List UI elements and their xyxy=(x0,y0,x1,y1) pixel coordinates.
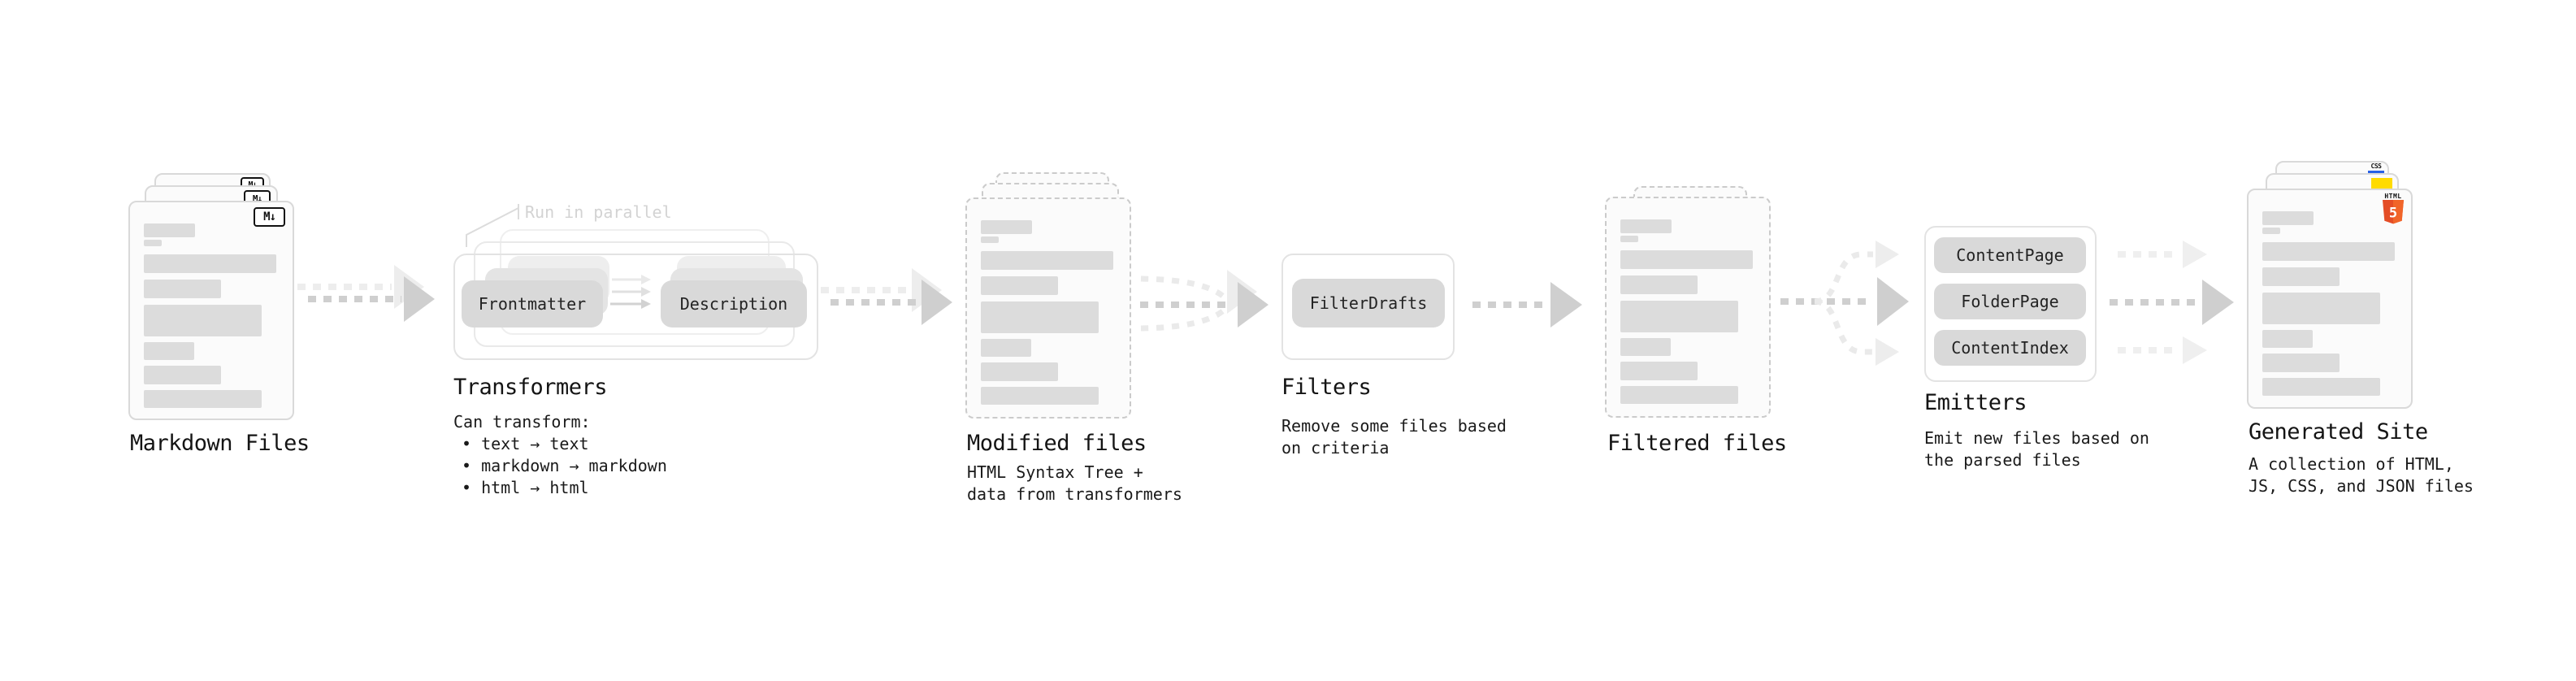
sub-line: • markdown → markdown xyxy=(462,456,667,475)
contentindex-pill: ContentIndex xyxy=(1934,330,2086,366)
folderpage-pill: FolderPage xyxy=(1934,284,2086,319)
filterdrafts-pill: FilterDrafts xyxy=(1292,279,1445,327)
css-icon-bar xyxy=(2368,171,2384,174)
content-bar xyxy=(144,342,194,360)
content-bar xyxy=(981,362,1058,381)
content-bar xyxy=(2262,267,2340,286)
filters-box xyxy=(1281,254,1455,360)
transformer-box xyxy=(453,254,818,360)
html5-shield: 5 xyxy=(2383,200,2404,224)
content-bar xyxy=(1620,338,1671,356)
content-bar xyxy=(1620,386,1738,404)
content-bar xyxy=(2262,211,2314,225)
doc-content-bars xyxy=(1605,197,1771,418)
javascript-icon xyxy=(2371,178,2392,190)
emitters-description: Emit new files based on the parsed files xyxy=(1924,427,2149,471)
filtered-files-label: Filtered files xyxy=(1607,431,1787,456)
doc-content-bars xyxy=(2247,189,2413,409)
content-bar xyxy=(981,276,1058,295)
content-bar xyxy=(1620,236,1638,242)
sub-line: A collection of HTML, xyxy=(2249,454,2454,474)
generated-site-label: Generated Site xyxy=(2249,419,2428,445)
filtered-files-stack xyxy=(1605,186,1776,422)
content-bar xyxy=(1620,275,1698,294)
content-bar xyxy=(144,254,276,273)
content-bar xyxy=(2262,293,2380,324)
markdown-files-label: Markdown Files xyxy=(130,431,310,456)
content-bar xyxy=(1620,362,1698,380)
content-bar xyxy=(981,236,999,243)
content-bar xyxy=(981,301,1099,333)
modified-files-description: HTML Syntax Tree + data from transformer… xyxy=(967,462,1182,505)
filters-description: Remove some files based on criteria xyxy=(1281,415,1507,459)
sub-line: JS, CSS, and JSON files xyxy=(2249,476,2474,496)
sub-line: Remove some files based xyxy=(1281,416,1507,436)
sub-line: the parsed files xyxy=(1924,450,2081,470)
arrow-markdown-to-transformers xyxy=(297,265,435,322)
content-bar xyxy=(2262,228,2280,234)
sub-line: on criteria xyxy=(1281,438,1390,458)
modified-files-stack xyxy=(965,172,1136,421)
content-bar xyxy=(144,390,262,408)
content-bar xyxy=(144,305,262,336)
arrow-modified-to-filters-merge xyxy=(1140,270,1268,332)
content-bar xyxy=(2262,354,2340,372)
arrow-filtered-to-emitters-fanout xyxy=(1780,241,1909,366)
frontmatter-pill: Frontmatter xyxy=(462,280,603,327)
css-icon: CSS xyxy=(2367,163,2385,174)
content-bar xyxy=(981,220,1032,234)
arrow-emitters-to-generated xyxy=(2110,241,2234,364)
modified-files-label: Modified files xyxy=(967,431,1147,456)
markdown-files-stack: M↓ M↓ M↓ xyxy=(128,172,299,421)
content-bar xyxy=(981,387,1099,405)
arrow-transformers-to-modified xyxy=(821,268,952,325)
content-bar xyxy=(1620,301,1738,332)
html5-icon: HTML 5 xyxy=(2381,193,2405,225)
emitters-group: ContentPage FolderPage ContentIndex xyxy=(1924,226,2097,382)
css-icon-text: CSS xyxy=(2370,163,2382,170)
content-bar xyxy=(2262,330,2313,348)
transformers-description: Can transform: • text → text • markdown … xyxy=(453,411,667,499)
description-pill: Description xyxy=(661,280,807,327)
content-bar xyxy=(1620,250,1753,269)
run-in-parallel-annotation: Run in parallel xyxy=(525,202,672,222)
content-bar xyxy=(144,280,221,298)
doc-content-bars xyxy=(128,201,294,420)
sub-line: • html → html xyxy=(462,478,589,497)
generated-site-description: A collection of HTML, JS, CSS, and JSON … xyxy=(2249,453,2474,497)
content-bar xyxy=(144,223,195,237)
sub-line: • text → text xyxy=(462,434,589,453)
content-bar xyxy=(2262,378,2380,396)
content-bar xyxy=(144,240,162,246)
generated-site-stack: CSS HTML 5 xyxy=(2247,161,2418,413)
content-bar xyxy=(981,339,1031,357)
emitters-label: Emitters xyxy=(1924,390,2027,415)
content-bar xyxy=(144,366,221,384)
transformers-group: Frontmatter Description xyxy=(453,229,821,361)
svg-text:5: 5 xyxy=(2389,206,2397,222)
content-bar xyxy=(2262,242,2395,261)
content-bar xyxy=(1620,219,1672,233)
sub-line: data from transformers xyxy=(967,484,1182,504)
filters-label: Filters xyxy=(1281,375,1372,400)
doc-content-bars xyxy=(965,197,1131,419)
html5-icon-word: HTML xyxy=(2384,193,2402,200)
emitters-box xyxy=(1924,226,2097,382)
sub-line: Emit new files based on xyxy=(1924,428,2149,448)
sub-line: Can transform: xyxy=(453,412,591,432)
arrow-filters-to-filtered xyxy=(1472,282,1582,327)
transformers-label: Transformers xyxy=(453,375,608,400)
content-bar xyxy=(981,251,1113,270)
filters-group: FilterDrafts xyxy=(1281,254,1455,360)
markdown-icon: M↓ xyxy=(254,207,285,227)
contentpage-pill: ContentPage xyxy=(1934,237,2086,273)
sub-line: HTML Syntax Tree + xyxy=(967,462,1143,482)
